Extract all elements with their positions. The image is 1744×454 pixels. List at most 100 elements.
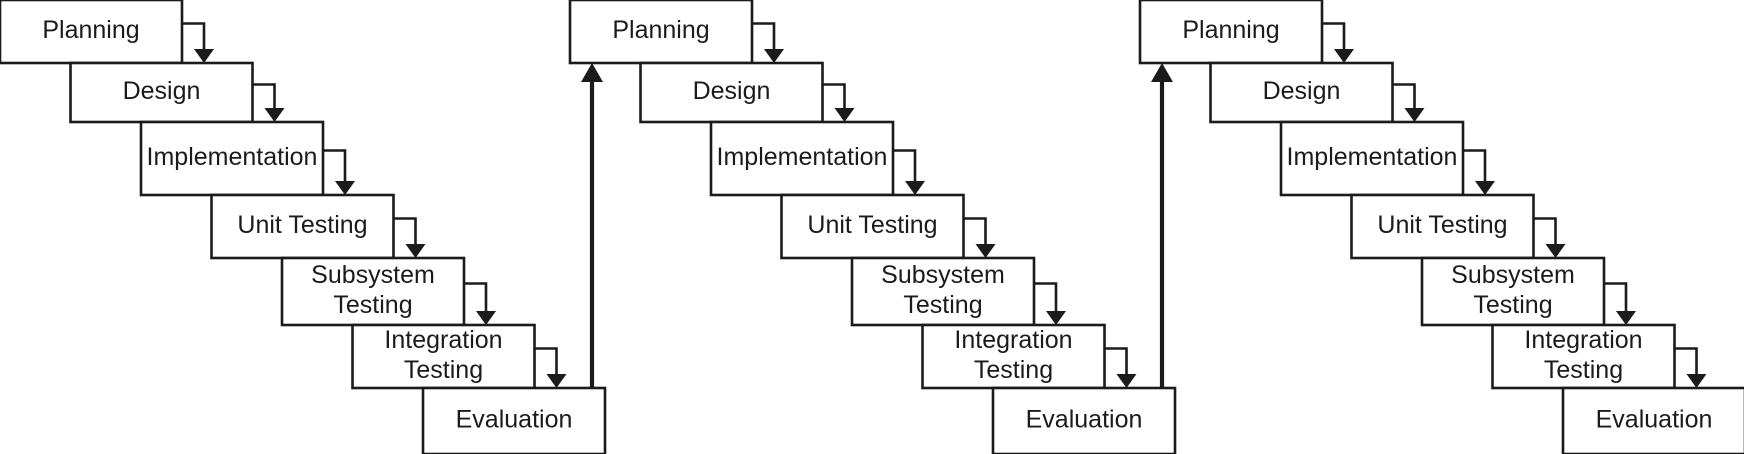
phase-box-rect-planning: [0, 0, 184, 65]
phase-box-rect-implementation: [1279, 120, 1465, 197]
phase-label-integration-testing: Integration: [1524, 326, 1642, 354]
connector-line-design: [252, 83, 276, 110]
phase-box-rect-planning: [568, 0, 754, 65]
phase-implementation[interactable]: Implementation: [139, 120, 325, 197]
connector-arrowhead-unit-testing: [405, 244, 426, 258]
connector-line-implementation: [893, 149, 917, 183]
connector-line-integration-testing: [534, 347, 558, 376]
phase-implementation[interactable]: Implementation: [1279, 120, 1465, 197]
phase-unit-testing[interactable]: Unit Testing: [1350, 193, 1535, 260]
connector-planning-to-design: [1322, 22, 1354, 63]
connector-integration-testing-to-evaluation: [534, 347, 567, 388]
phase-box-rect-subsystem-testing: [280, 256, 466, 327]
phase-design[interactable]: Design: [1209, 61, 1394, 124]
phase-label-evaluation: Evaluation: [456, 406, 573, 434]
phase-box-rect-integration-testing: [921, 323, 1106, 390]
phase-label-subsystem-testing: Testing: [333, 291, 412, 319]
phase-box-rect-subsystem-testing: [1420, 256, 1606, 327]
phase-evaluation[interactable]: Evaluation: [421, 386, 607, 454]
phase-unit-testing[interactable]: Unit Testing: [780, 193, 965, 260]
phase-box-rect-evaluation: [991, 386, 1177, 454]
phase-design[interactable]: Design: [639, 61, 824, 124]
phase-label-planning: Planning: [612, 16, 709, 44]
phase-box-rect-evaluation: [421, 386, 607, 454]
connector-arrowhead-design: [1404, 108, 1425, 122]
feedback-arrow-cycle-1: [581, 63, 603, 388]
connector-line-planning: [752, 22, 776, 51]
phase-planning[interactable]: Planning: [568, 0, 754, 65]
phase-label-design: Design: [123, 77, 201, 105]
phase-label-integration-testing: Integration: [384, 326, 502, 354]
connector-unit-testing-to-subsystem-testing: [1533, 217, 1566, 258]
phase-label-integration-testing: Testing: [974, 356, 1053, 384]
phase-box-rect-subsystem-testing: [850, 256, 1036, 327]
phase-label-implementation: Implementation: [717, 143, 888, 171]
phase-label-evaluation: Evaluation: [1596, 406, 1713, 434]
phase-box-rect-unit-testing: [1350, 193, 1535, 260]
connector-arrowhead-subsystem-testing: [476, 311, 496, 325]
phase-design[interactable]: Design: [69, 61, 254, 124]
connector-planning-to-design: [182, 22, 214, 63]
connector-integration-testing-to-evaluation: [1104, 347, 1137, 388]
phase-box-rect-evaluation: [1561, 386, 1744, 454]
phase-label-subsystem-testing: Testing: [903, 291, 982, 319]
phase-label-subsystem-testing: Subsystem: [311, 261, 435, 289]
connector-line-integration-testing: [1104, 347, 1128, 376]
phase-box-rect-design: [1209, 61, 1394, 124]
connector-line-planning: [182, 22, 206, 51]
connector-line-implementation: [1463, 149, 1487, 183]
connector-arrowhead-integration-testing: [546, 374, 567, 388]
phase-label-unit-testing: Unit Testing: [807, 211, 937, 239]
connector-line-design: [822, 83, 846, 110]
connector-implementation-to-unit-testing: [323, 149, 355, 195]
connector-subsystem-testing-to-integration-testing: [1034, 282, 1066, 325]
connector-design-to-implementation: [822, 83, 855, 122]
connector-arrowhead-implementation: [1475, 181, 1495, 195]
phase-evaluation[interactable]: Evaluation: [991, 386, 1177, 454]
connector-arrowhead-design: [834, 108, 855, 122]
connector-arrowhead-integration-testing: [1116, 374, 1137, 388]
connector-implementation-to-unit-testing: [893, 149, 925, 195]
phase-unit-testing[interactable]: Unit Testing: [210, 193, 395, 260]
phase-planning[interactable]: Planning: [1138, 0, 1324, 65]
phase-implementation[interactable]: Implementation: [709, 120, 895, 197]
phase-label-integration-testing: Testing: [404, 356, 483, 384]
feedback-arrowhead-cycle-1: [581, 63, 603, 82]
connector-line-subsystem-testing: [1034, 282, 1058, 313]
connector-arrowhead-unit-testing: [975, 244, 996, 258]
phase-evaluation[interactable]: Evaluation: [1561, 386, 1744, 454]
phase-box-rect-design: [639, 61, 824, 124]
connector-unit-testing-to-subsystem-testing: [393, 217, 426, 258]
phase-box-rect-integration-testing: [1491, 323, 1676, 390]
connector-arrowhead-planning: [1334, 49, 1354, 63]
connector-line-unit-testing: [393, 217, 417, 246]
phase-box-rect-implementation: [139, 120, 325, 197]
phase-box-rect-integration-testing: [351, 323, 536, 390]
feedback-arrow-cycle-2: [1151, 63, 1173, 388]
connector-arrowhead-planning: [194, 49, 214, 63]
phase-box-rect-implementation: [709, 120, 895, 197]
connector-line-unit-testing: [963, 217, 987, 246]
connector-unit-testing-to-subsystem-testing: [963, 217, 996, 258]
phase-planning[interactable]: Planning: [0, 0, 184, 65]
connector-line-implementation: [323, 149, 347, 183]
phase-label-design: Design: [693, 77, 771, 105]
phase-box-rect-design: [69, 61, 254, 124]
phase-box-rect-unit-testing: [780, 193, 965, 260]
phase-label-integration-testing: Integration: [954, 326, 1072, 354]
phase-label-design: Design: [1263, 77, 1341, 105]
connector-arrowhead-unit-testing: [1545, 244, 1566, 258]
phase-label-subsystem-testing: Subsystem: [881, 261, 1005, 289]
connector-line-subsystem-testing: [1604, 282, 1628, 313]
